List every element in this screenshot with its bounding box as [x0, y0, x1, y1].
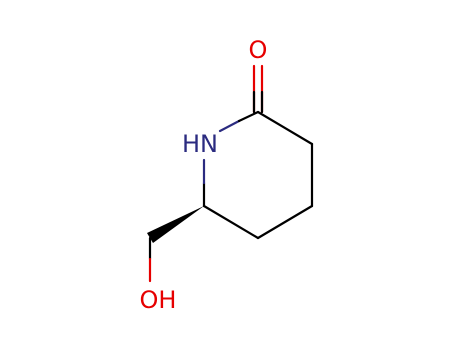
atom-label-nitrogen: HN [182, 130, 218, 158]
bond-c4-c5 [256, 204, 314, 240]
bond-c5-c6 [202, 204, 260, 240]
bond-n-c2-left [218, 119, 241, 133]
atom-label-hydroxyl: OH [140, 286, 177, 314]
bond-n-c2-right [237, 110, 260, 123]
wedge-bond-c6-ch2 [147, 206, 204, 243]
bond-c2-c3 [256, 110, 314, 146]
bonds [148, 64, 314, 283]
atom-label-carbonyl-oxygen: O [249, 36, 268, 64]
